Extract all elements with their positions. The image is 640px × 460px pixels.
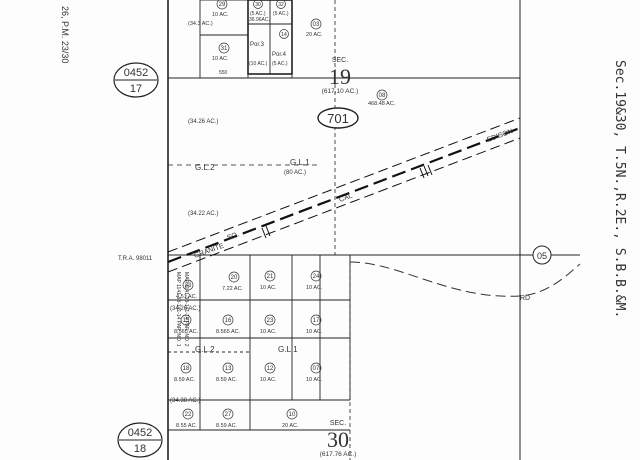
section-caption: Sec.19&30, T.5N.,R.2E., S.B.B.&M. xyxy=(612,60,627,318)
curved-road xyxy=(349,261,581,297)
parcel-30-num: 30 xyxy=(255,2,261,8)
route-shield-number: 701 xyxy=(327,111,349,126)
parcel-08-acres: 468.48 AC. xyxy=(368,101,396,107)
left-acreage-1: (34.26 AC.) xyxy=(188,119,218,125)
book-ref-bottom-book: 0452 xyxy=(128,427,152,439)
section-19-number: 19 xyxy=(329,64,351,89)
parcel-10-num: 10 xyxy=(289,412,296,418)
left-acreage-4: (34.38 AC.) xyxy=(170,398,200,404)
parcel-16-acres: 8.565 AC. xyxy=(216,329,241,335)
top-parcel-labels: 29 10 AC. (34.3 AC.) 31 10 AC. 30 (5 AC.… xyxy=(188,0,396,107)
parcel-36-96ac: 36.96AC. xyxy=(249,17,270,23)
parcel-29-acres: 10 AC. xyxy=(212,12,229,18)
route-shield: 701 xyxy=(317,107,359,129)
parcel-17-acres: 10 AC. xyxy=(306,329,323,335)
top-parcel-grid xyxy=(199,0,293,79)
section-19-prefix: SEC. xyxy=(332,57,348,64)
parcel-22-num: 22 xyxy=(185,412,192,418)
parcel-27-num: 27 xyxy=(225,412,232,418)
parcel-por4-acres: (5 AC.) xyxy=(272,61,288,67)
section-30-label: SEC. 30 (617.76 AC.) xyxy=(320,420,357,458)
road-label-so: SO. xyxy=(226,231,240,242)
gl1-upper-label: G.L.1 xyxy=(290,158,310,167)
section-30-acreage: (617.76 AC.) xyxy=(320,451,357,458)
parcel-10-acres: 20 AC. xyxy=(282,423,299,429)
section-30-number: 30 xyxy=(327,427,349,452)
parcel-33-num: 33 xyxy=(185,283,192,289)
parcel-03-acres: 20 AC. xyxy=(306,32,323,38)
side-rail-label-2: MAP 1141-33-141-14 PAR. NO. 2 xyxy=(183,272,189,347)
left-margin-note: 26, P.M. 23/30 xyxy=(60,6,70,63)
side-rail-label-1: MAP 1141-33-141-14 PAR. NO. 1 xyxy=(175,272,181,347)
parcel-22-acres: 8.55 AC. xyxy=(176,423,198,429)
parcel-27-acres: 8.59 AC. xyxy=(216,423,238,429)
edison-road xyxy=(167,117,521,273)
parcel-07-acres: 10 AC. xyxy=(306,377,323,383)
parcel-16-num: 16 xyxy=(225,318,232,324)
parcel-18-num: 18 xyxy=(183,366,190,372)
parcel-03-num: 03 xyxy=(313,22,320,28)
parcel-08-num: 08 xyxy=(379,93,386,99)
right-circle-number: 05 xyxy=(537,251,547,261)
parcel-34-3ac: (34.3 AC.) xyxy=(188,21,213,27)
bottom-parcel-labels: 21 10 AC. 24 10 AC. 20 7.22 AC. 33 4.51 … xyxy=(174,270,323,429)
parcel-31-num: 31 xyxy=(221,46,228,52)
parcel-13-acres: 8.59 AC. xyxy=(216,377,238,383)
parcel-por3-num: Por.3 xyxy=(250,42,265,48)
parcel-32-acres: (5 AC.) xyxy=(273,11,289,17)
parcel-21-acres: 10 AC. xyxy=(260,285,277,291)
road-label-rd: RD xyxy=(520,295,530,302)
parcel-14-num: 14 xyxy=(281,32,287,38)
left-acreage-2: (34.22 AC.) xyxy=(188,211,218,217)
parcel-23-num: 23 xyxy=(267,318,274,324)
gl2-upper-label: G.L.2 xyxy=(195,163,215,172)
parcel-24-num: 24 xyxy=(313,274,320,280)
parcel-30-acres: (5 AC.) xyxy=(250,11,266,17)
parcel-12-acres: 10 AC. xyxy=(260,377,277,383)
parcel-23-acres: 10 AC. xyxy=(260,329,277,335)
book-ref-bottom-page: 18 xyxy=(134,443,146,455)
parcel-29-num: 29 xyxy=(219,2,226,8)
section-30-prefix: SEC. xyxy=(330,420,346,427)
book-ref-top: 0452 17 xyxy=(113,62,159,98)
parcel-por3-acres: (10 AC.) xyxy=(249,61,268,67)
parcel-33-acres: 4.51 AC. xyxy=(176,294,198,300)
parcel-13-num: 13 xyxy=(225,366,232,372)
gl2-lower-label: G.L.2 xyxy=(195,345,215,354)
book-ref-top-page: 17 xyxy=(130,83,142,95)
parcel-15-acres: 8.565 AC. xyxy=(174,329,199,335)
parcel-15-num: 15 xyxy=(183,318,190,324)
parcel-20-acres: 7.22 AC. xyxy=(222,286,244,292)
parcel-24-acres: 10 AC. xyxy=(306,285,323,291)
section-19-label: SEC. 19 (617.10 AC.) xyxy=(322,57,359,95)
parcel-07-num: 07 xyxy=(313,366,320,372)
left-acreage-3: (34.26 AC.) xyxy=(170,306,200,312)
parcel-31-acres: 10 AC. xyxy=(212,56,229,62)
parcel-18-acres: 8.59 AC. xyxy=(174,377,196,383)
book-ref-bottom: 0452 18 xyxy=(117,422,163,458)
parcel-550: 550 xyxy=(219,70,228,76)
parcel-21-num: 21 xyxy=(267,274,274,280)
parcel-32-num: 32 xyxy=(278,2,284,8)
parcel-por4-num: Por.4 xyxy=(272,52,287,58)
parcel-17-num: 17 xyxy=(313,318,320,324)
gl1-lower-label: G.L.1 xyxy=(278,345,298,354)
section-19-acreage: (617.10 AC.) xyxy=(322,88,359,95)
tra-label: T.R.A. 98011 xyxy=(118,256,153,262)
book-ref-top-book: 0452 xyxy=(124,67,148,79)
parcel-12-num: 12 xyxy=(267,366,274,372)
right-parcel-circle: 05 xyxy=(532,245,552,265)
gl1-upper-acres: (80 AC.) xyxy=(284,170,306,176)
section-lines xyxy=(167,0,580,460)
parcel-20-num: 20 xyxy=(231,275,238,281)
road-label-cal: CAL xyxy=(338,193,353,204)
